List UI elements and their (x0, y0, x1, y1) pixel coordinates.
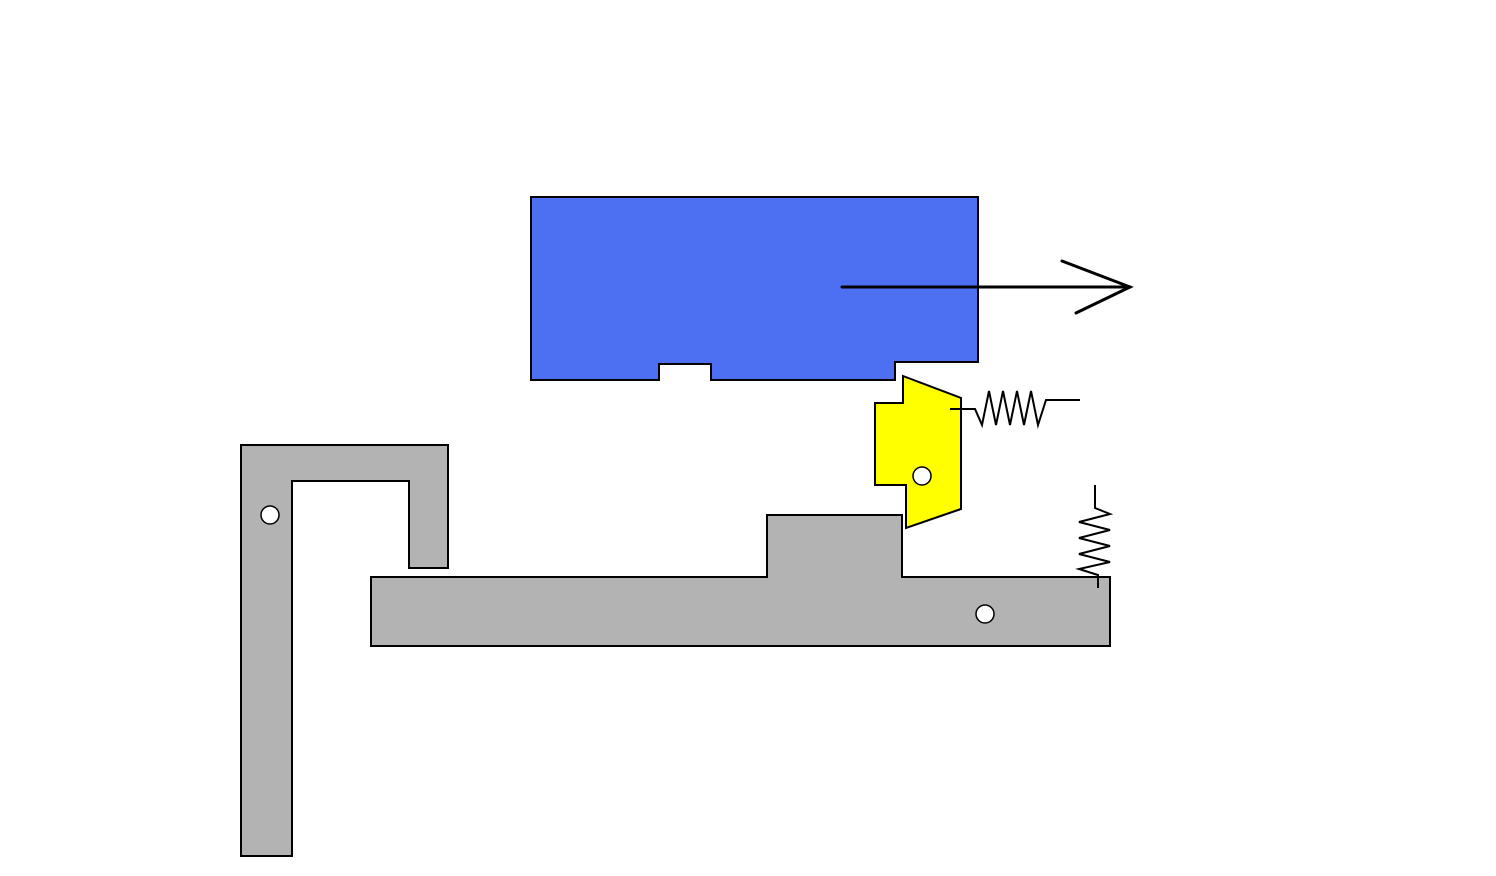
horizontal-spring-icon (950, 390, 1080, 429)
bar-pivot-icon (975, 604, 995, 624)
vertical-spring-icon (1075, 485, 1114, 588)
arrow-head (1060, 259, 1134, 315)
horizontal-lever-bar (370, 514, 1111, 647)
blue-slide-block (530, 196, 979, 381)
left-lever-pivot-icon (260, 505, 280, 525)
latch-pivot-icon (912, 466, 932, 486)
yellow-latch-pawl (874, 374, 962, 530)
motion-arrow (840, 259, 1134, 315)
left-hook-lever (240, 444, 449, 857)
